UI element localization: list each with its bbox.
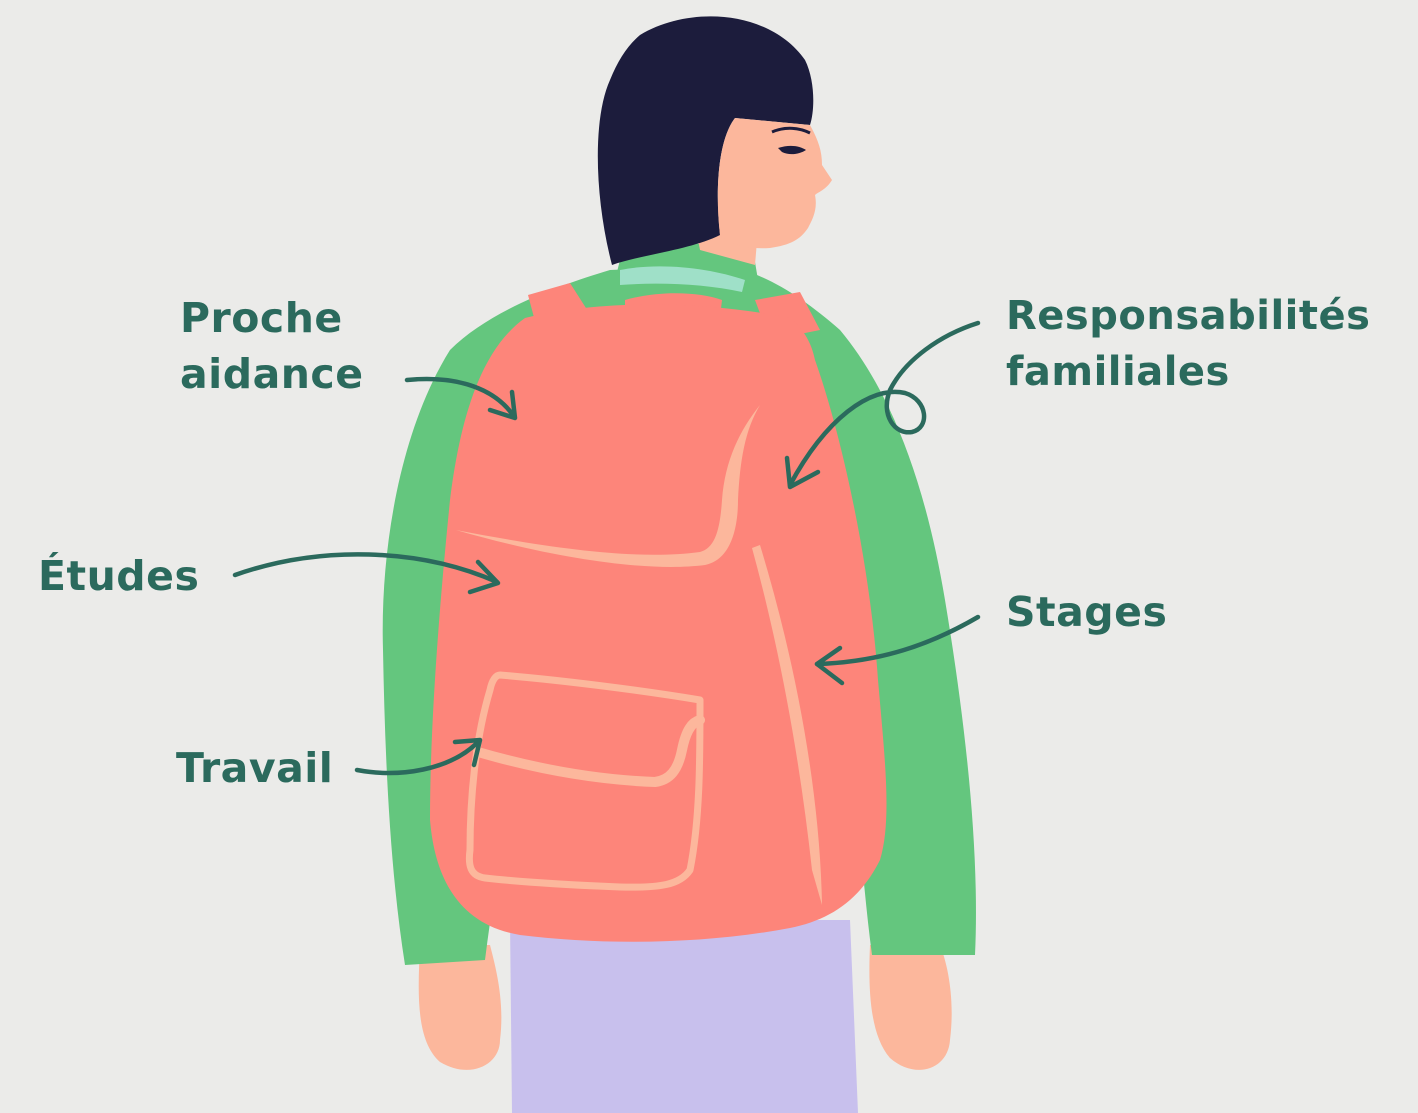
left-hand (419, 945, 502, 1070)
label-travail: Travail (176, 740, 333, 796)
right-hand (869, 945, 951, 1070)
label-responsabilites-line-2: familiales (1006, 344, 1370, 400)
label-etudes-text: Études (38, 548, 199, 604)
pants (510, 920, 858, 1113)
label-proche-aidance-line-1: Proche (180, 290, 364, 346)
label-etudes: Études (38, 548, 199, 604)
label-travail-text: Travail (176, 740, 333, 796)
label-proche-aidance: Proche aidance (180, 290, 364, 402)
label-proche-aidance-line-2: aidance (180, 346, 364, 402)
label-stages: Stages (1006, 584, 1167, 640)
label-responsabilites-line-1: Responsabilités (1006, 288, 1370, 344)
label-stages-text: Stages (1006, 584, 1167, 640)
face (718, 118, 832, 248)
label-responsabilites-familiales: Responsabilités familiales (1006, 288, 1370, 400)
